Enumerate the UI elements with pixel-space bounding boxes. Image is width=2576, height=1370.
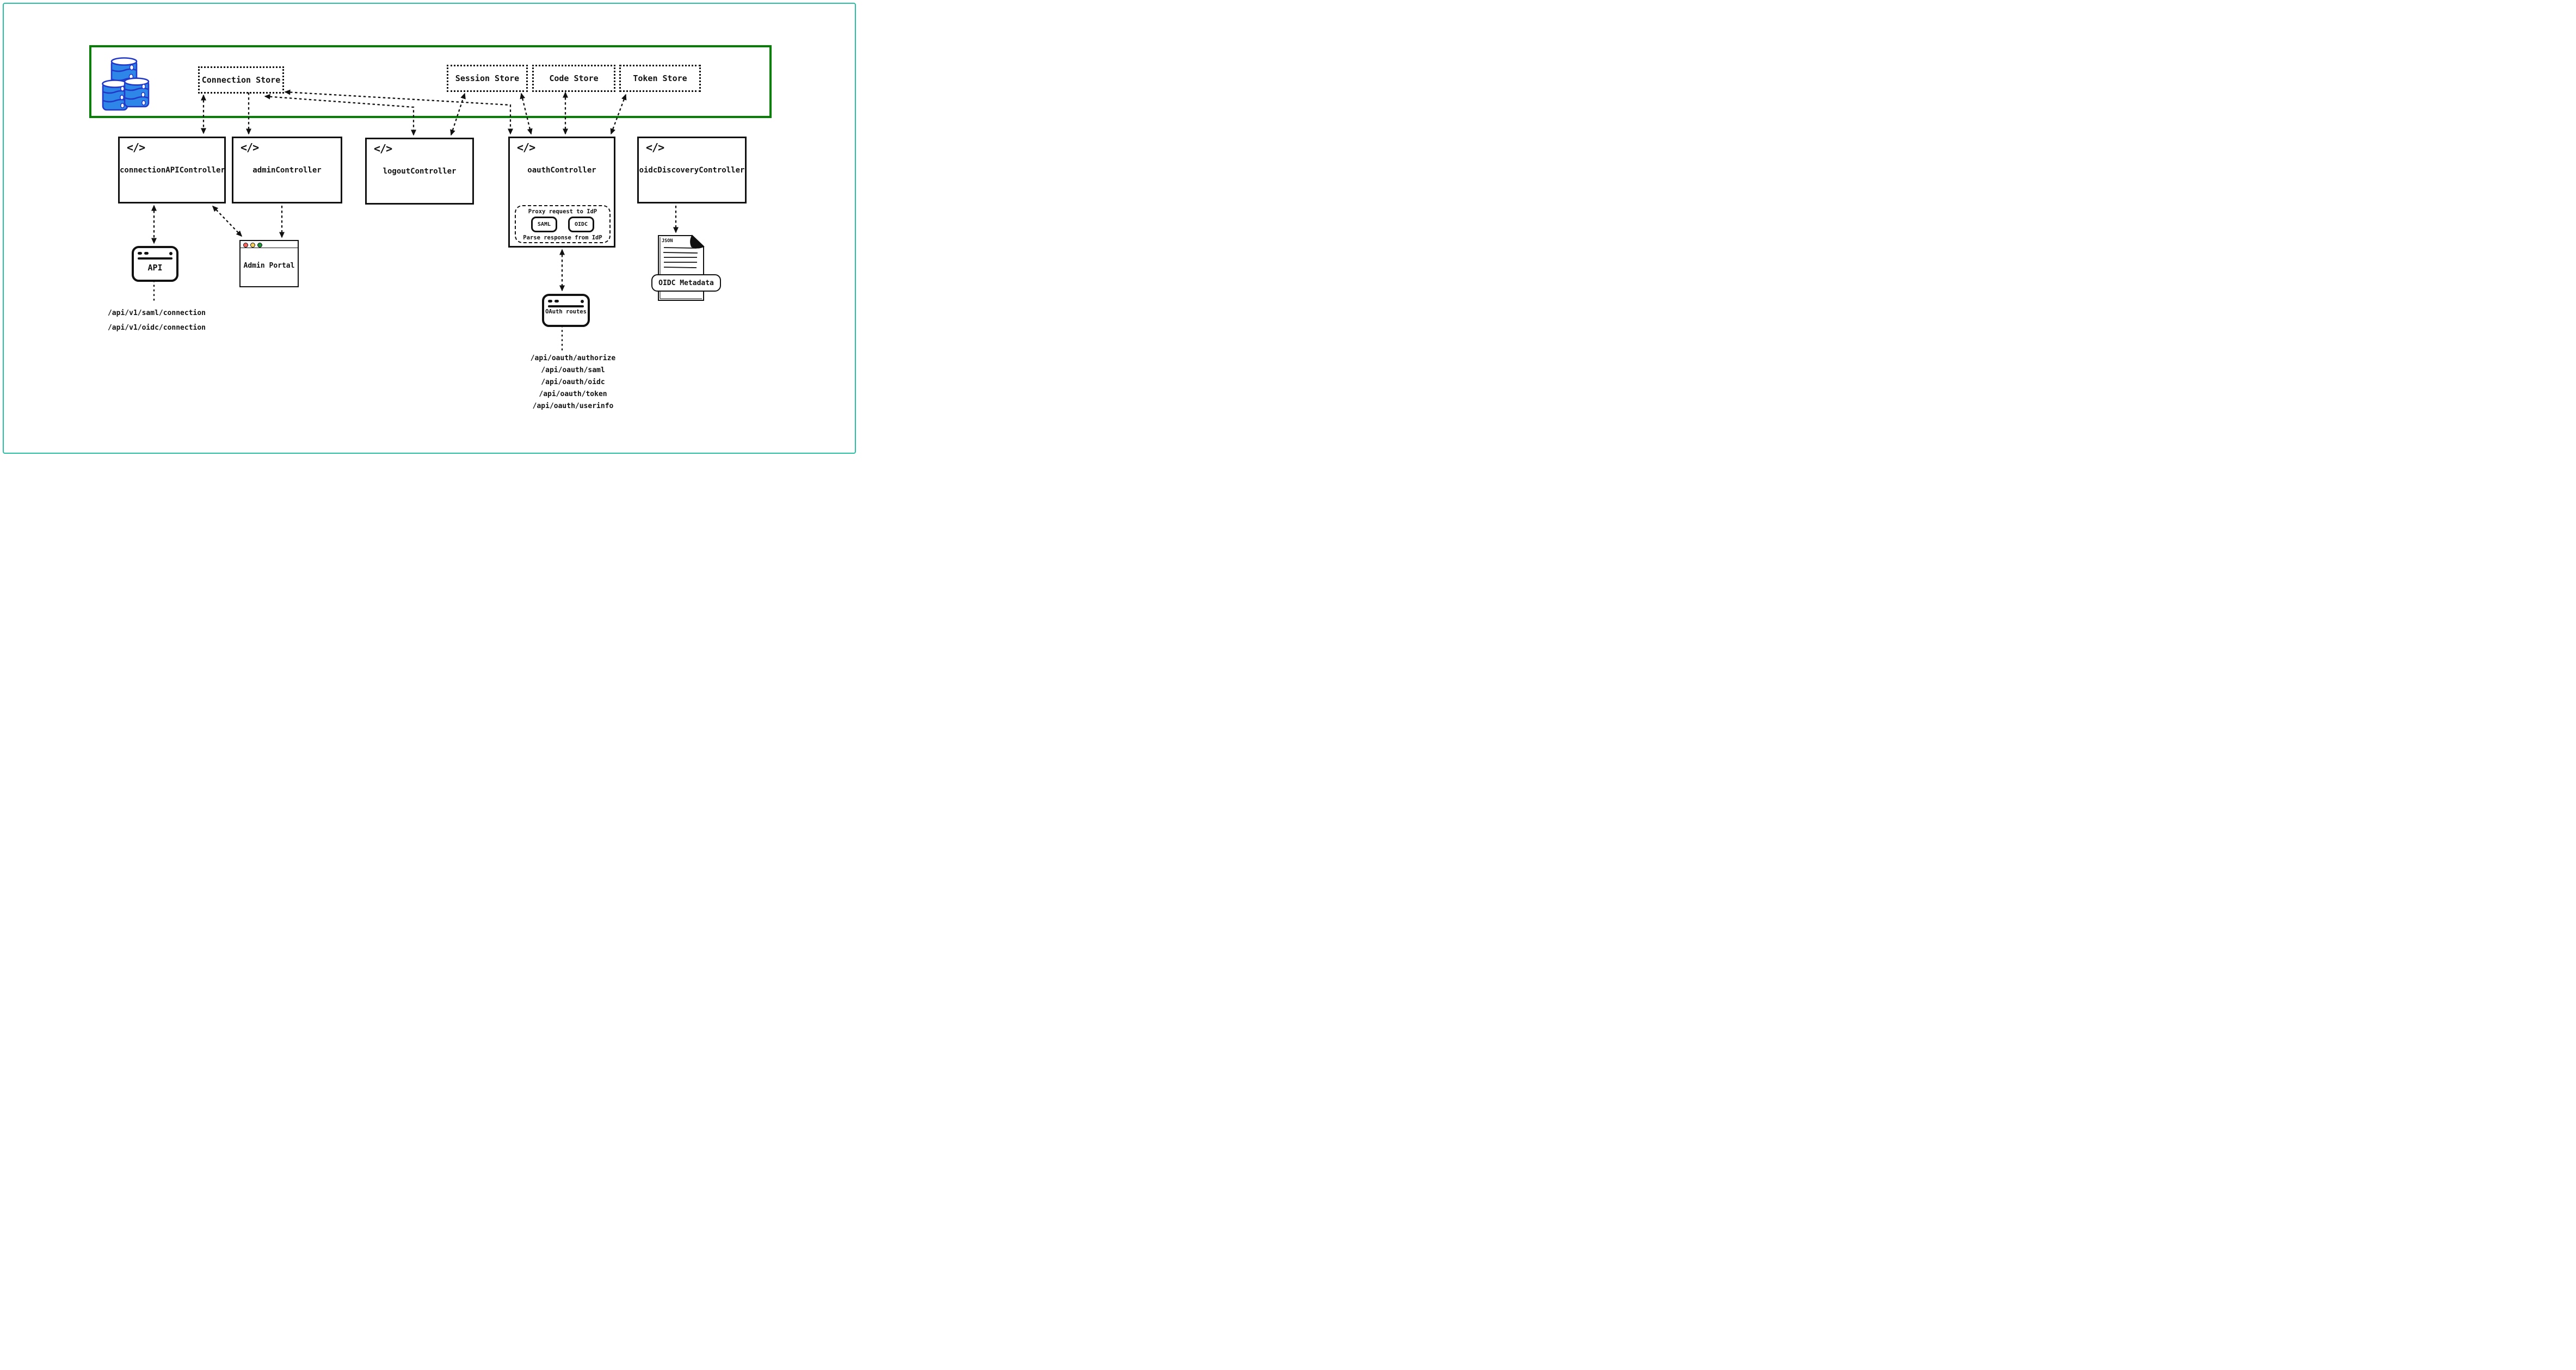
endpoint-item: /api/v1/oidc/connection [107, 324, 206, 332]
oauth-controller-box[interactable]: </> oauthController Proxy request to IdP… [508, 137, 615, 248]
endpoint-item: /api/oauth/authorize [530, 354, 616, 362]
logout-controller-label: logoutController [383, 167, 457, 176]
browser-divider [548, 305, 584, 307]
oauth-routes-label: OAuth routes [545, 308, 587, 315]
api-label: API [147, 263, 163, 273]
oauth-routes-icon[interactable]: OAuth routes [542, 294, 590, 327]
window-titlebar [241, 241, 298, 248]
arrow-connectionapi-adminportal [212, 205, 243, 237]
code-icon: </> [127, 141, 145, 154]
oidc-pill[interactable]: OIDC [568, 217, 595, 232]
oauth-endpoint-list: /api/oauth/authorize /api/oauth/saml /ap… [508, 353, 638, 412]
close-dot-icon [243, 242, 248, 248]
oidc-discovery-controller-box[interactable]: </> oidcDiscoveryController [637, 137, 747, 203]
connection-api-controller-label: connectionAPIController [120, 166, 225, 175]
browser-chrome [548, 299, 584, 304]
idp-proxy-box: Proxy request to IdP SAML OIDC Parse res… [515, 205, 611, 243]
endpoint-item: /api/oauth/userinfo [532, 402, 614, 410]
oidc-metadata-label: OIDC Metadata [658, 279, 714, 287]
logout-controller-box[interactable]: </> logoutController [365, 138, 474, 205]
code-store-box[interactable]: Code Store [532, 65, 615, 92]
session-store-box[interactable]: Session Store [447, 65, 528, 92]
browser-divider [138, 257, 172, 260]
maximize-dot-icon [257, 242, 262, 248]
proxy-request-label: Proxy request to IdP [528, 208, 597, 215]
connection-api-controller-box[interactable]: </> connectionAPIController [118, 137, 226, 203]
endpoint-item: /api/oauth/saml [541, 366, 605, 374]
api-browser-icon[interactable]: API [132, 246, 178, 282]
admin-portal-label: Admin Portal [243, 262, 295, 270]
oidc-metadata-banner: OIDC Metadata [651, 274, 721, 292]
token-store-box[interactable]: Token Store [619, 65, 701, 92]
code-store-label: Code Store [549, 73, 599, 83]
connection-store-box[interactable]: Connection Store [198, 66, 284, 94]
code-icon: </> [374, 142, 392, 155]
code-icon: </> [517, 141, 535, 154]
token-store-label: Token Store [633, 73, 687, 83]
json-tag-label: JSON [662, 238, 673, 244]
parse-response-label: Parse response from IdP [523, 234, 602, 241]
session-store-label: Session Store [455, 73, 520, 83]
oauth-controller-label: oauthController [527, 166, 596, 175]
endpoint-item: /api/oauth/oidc [541, 378, 605, 386]
endpoint-item: /api/v1/saml/connection [107, 309, 206, 317]
oidc-discovery-controller-label: oidcDiscoveryController [639, 166, 745, 175]
code-icon: </> [646, 141, 664, 154]
minimize-dot-icon [250, 242, 255, 248]
browser-chrome [138, 251, 172, 256]
admin-controller-label: adminController [252, 166, 322, 175]
saml-pill[interactable]: SAML [531, 217, 557, 232]
code-icon: </> [241, 141, 259, 154]
connection-store-label: Connection Store [201, 75, 281, 85]
api-endpoint-list: /api/v1/saml/connection /api/v1/oidc/con… [91, 306, 222, 335]
diagram-canvas: Connection Store Session Store Code Stor… [0, 0, 859, 456]
admin-controller-box[interactable]: </> adminController [232, 137, 342, 203]
admin-portal-window[interactable]: Admin Portal [239, 240, 299, 287]
endpoint-item: /api/oauth/token [539, 390, 607, 398]
